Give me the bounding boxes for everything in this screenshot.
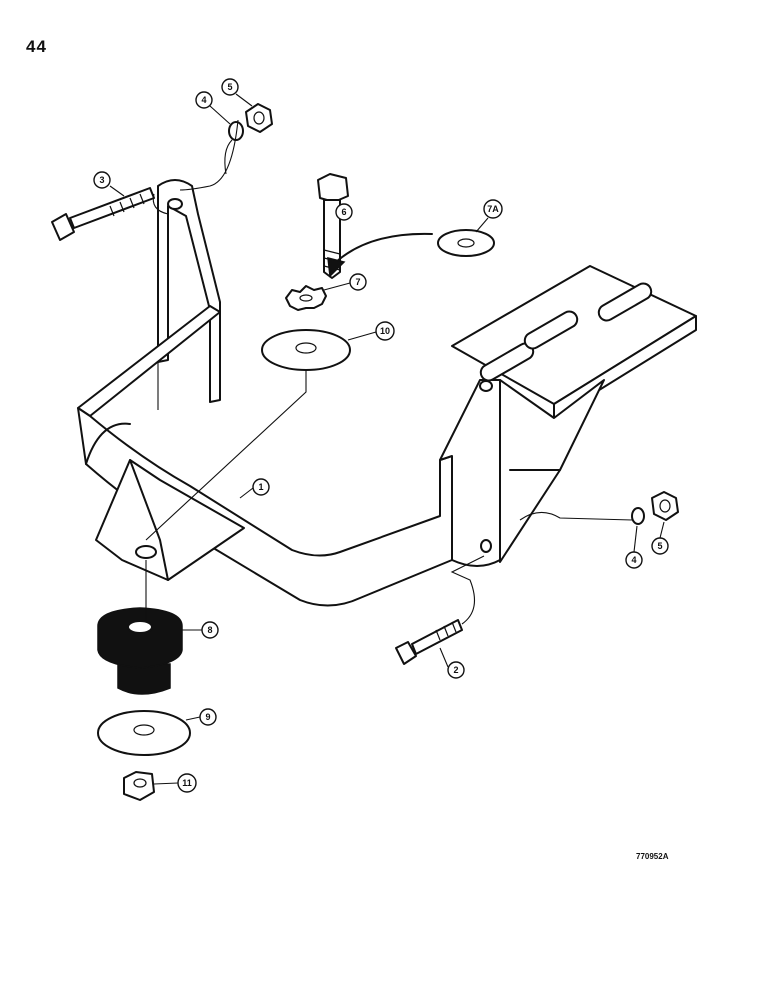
svg-text:2: 2 [453, 665, 458, 675]
callout-7: 7 [323, 273, 367, 291]
bolt-part-2 [395, 619, 463, 665]
svg-text:8: 8 [207, 625, 212, 635]
nut-part-5-right [651, 491, 679, 521]
callout-4-top: 4 [195, 91, 231, 125]
callout-2: 2 [439, 647, 465, 679]
svg-text:4: 4 [631, 555, 636, 565]
washer-part-9 [97, 710, 191, 756]
svg-text:10: 10 [380, 326, 390, 336]
lock-washer-part-4-right [631, 507, 645, 525]
assembly-center-lines [145, 119, 633, 625]
callout-7a: 7A [475, 199, 503, 233]
svg-text:9: 9 [205, 712, 210, 722]
svg-text:3: 3 [99, 175, 104, 185]
page-number: 44 [26, 37, 47, 56]
callout-5-top: 5 [221, 78, 253, 107]
svg-text:7A: 7A [487, 204, 499, 214]
callout-3: 3 [93, 171, 125, 197]
star-washer-part-7 [285, 285, 327, 311]
svg-text:1: 1 [258, 482, 263, 492]
nut-part-5-top [245, 103, 273, 133]
arrow-curve [335, 232, 433, 263]
svg-text:5: 5 [227, 82, 232, 92]
washer-part-10 [261, 329, 351, 371]
nut-part-11 [123, 771, 155, 801]
svg-text:4: 4 [201, 95, 206, 105]
svg-text:6: 6 [341, 207, 346, 217]
rubber-isolator-part-8 [97, 607, 183, 695]
callout-8: 8 [182, 621, 219, 639]
drawing-id: 770952A [636, 852, 669, 861]
callout-5-right: 5 [651, 521, 669, 555]
support-bracket [77, 179, 697, 607]
lock-washer-part-4-top [228, 121, 244, 141]
callout-9: 9 [185, 708, 217, 726]
washer-part-7a [437, 229, 495, 257]
callout-1: 1 [239, 478, 270, 499]
callout-4-right: 4 [625, 525, 643, 569]
callout-10: 10 [347, 321, 395, 341]
bolt-part-3 [51, 187, 155, 241]
callout-11: 11 [153, 773, 197, 793]
svg-text:5: 5 [657, 541, 662, 551]
callout-6: 6 [335, 203, 353, 221]
svg-text:11: 11 [182, 778, 192, 788]
svg-text:7: 7 [355, 277, 360, 287]
arrow-head-icon [327, 257, 346, 278]
